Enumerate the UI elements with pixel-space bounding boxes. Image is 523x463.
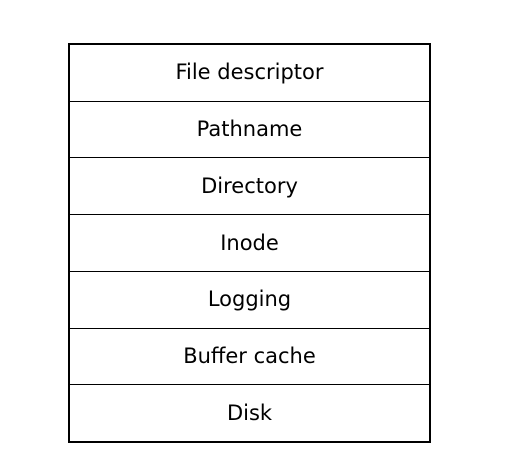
layer-directory: Directory	[70, 158, 429, 216]
layer-buffer-cache: Buffer cache	[70, 329, 429, 386]
layer-pathname: Pathname	[70, 102, 429, 159]
layer-label: Buffer cache	[183, 343, 316, 368]
layer-inode: Inode	[70, 215, 429, 272]
layer-stack-diagram: File descriptor Pathname Directory Inode…	[68, 43, 431, 443]
layer-label: Pathname	[196, 117, 303, 142]
layer-logging: Logging	[70, 272, 429, 329]
layer-label: Directory	[201, 173, 298, 198]
layer-label: Disk	[226, 400, 273, 425]
layer-disk: Disk	[70, 385, 429, 441]
layer-label: Inode	[220, 230, 279, 255]
layer-label: Logging	[207, 287, 292, 312]
layer-file-descriptor: File descriptor	[70, 45, 429, 102]
layer-label: File descriptor	[175, 60, 324, 85]
